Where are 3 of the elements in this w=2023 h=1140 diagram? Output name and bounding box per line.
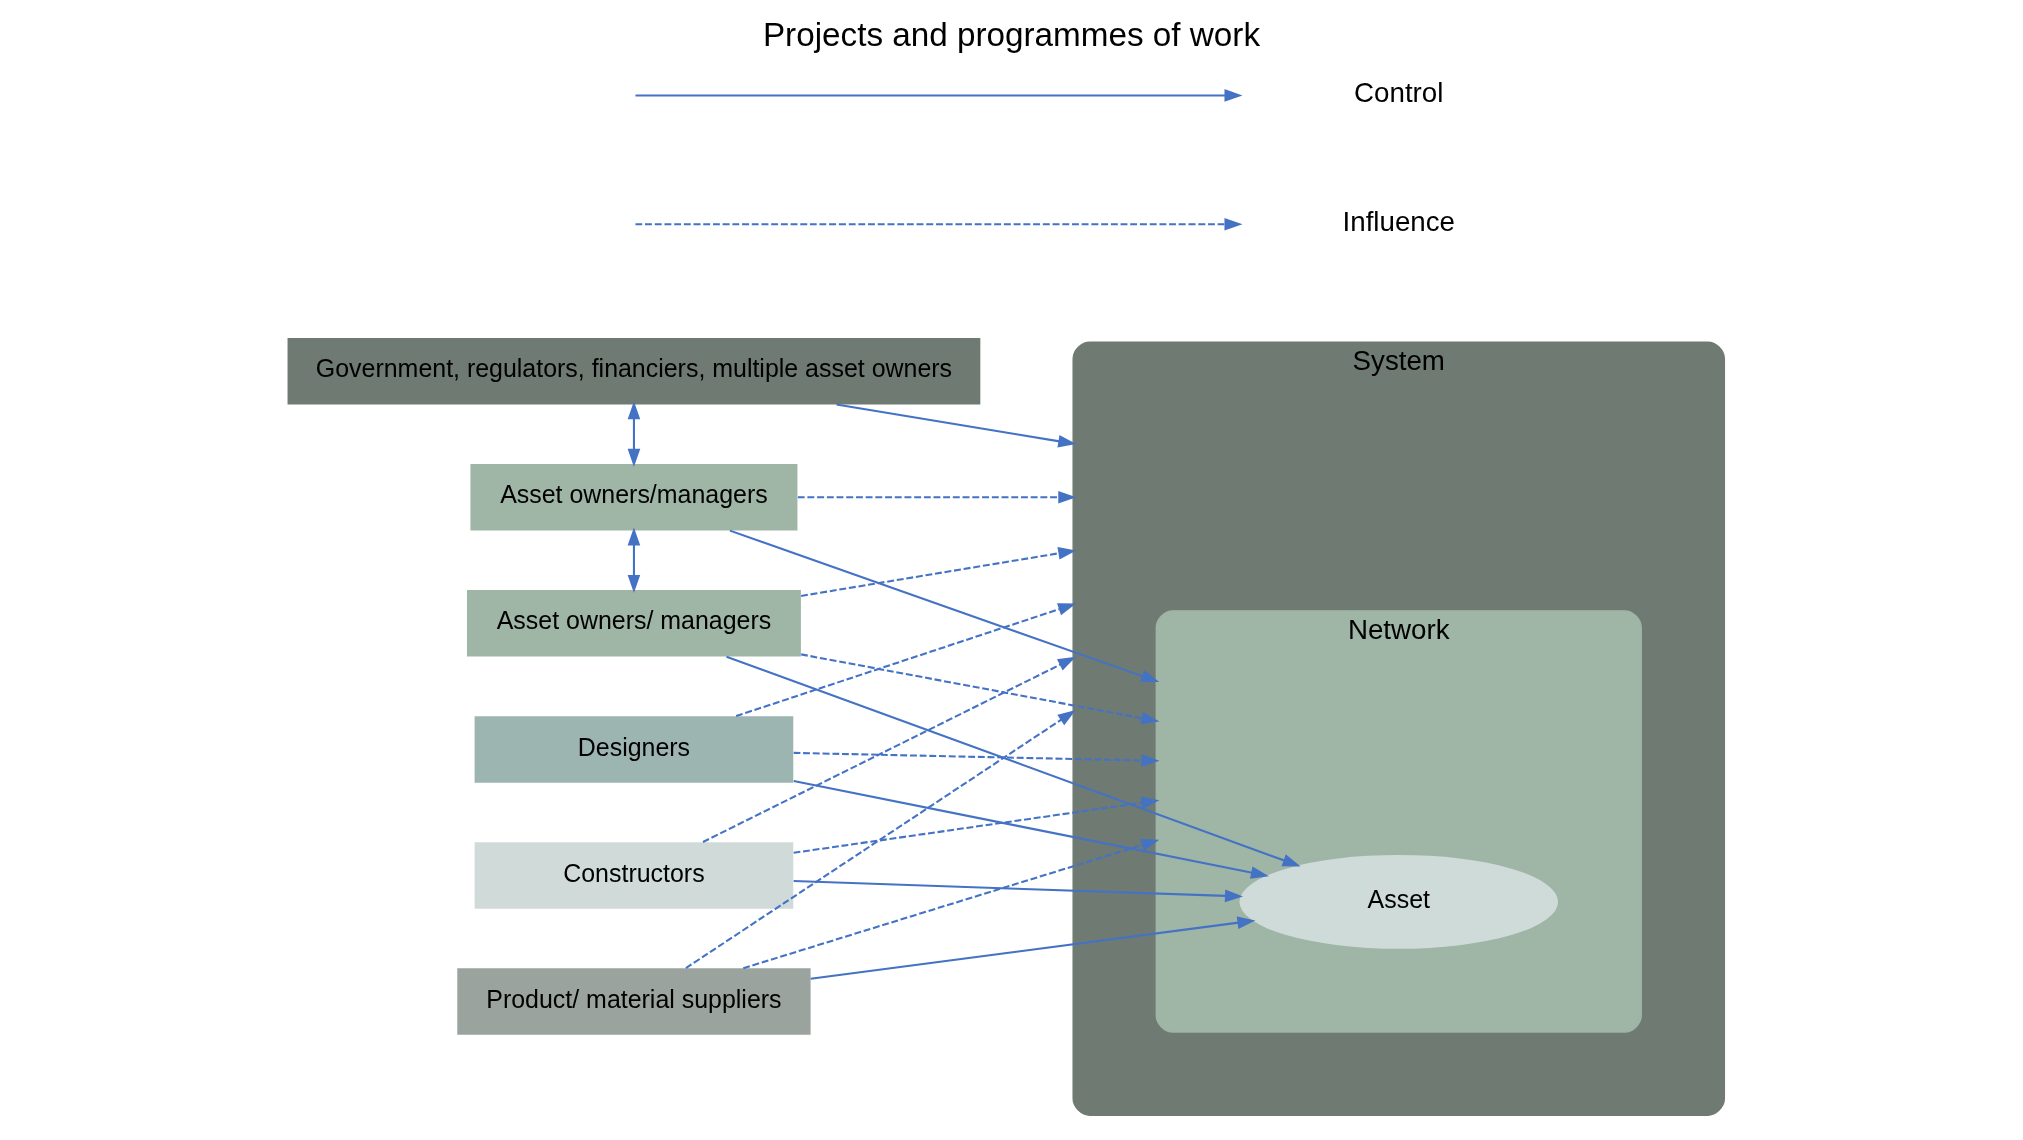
legend-label: Influence (1342, 206, 1455, 238)
legend-label: Control (1354, 77, 1444, 109)
diagram-title: Projects and programmes of work (762, 15, 1261, 53)
